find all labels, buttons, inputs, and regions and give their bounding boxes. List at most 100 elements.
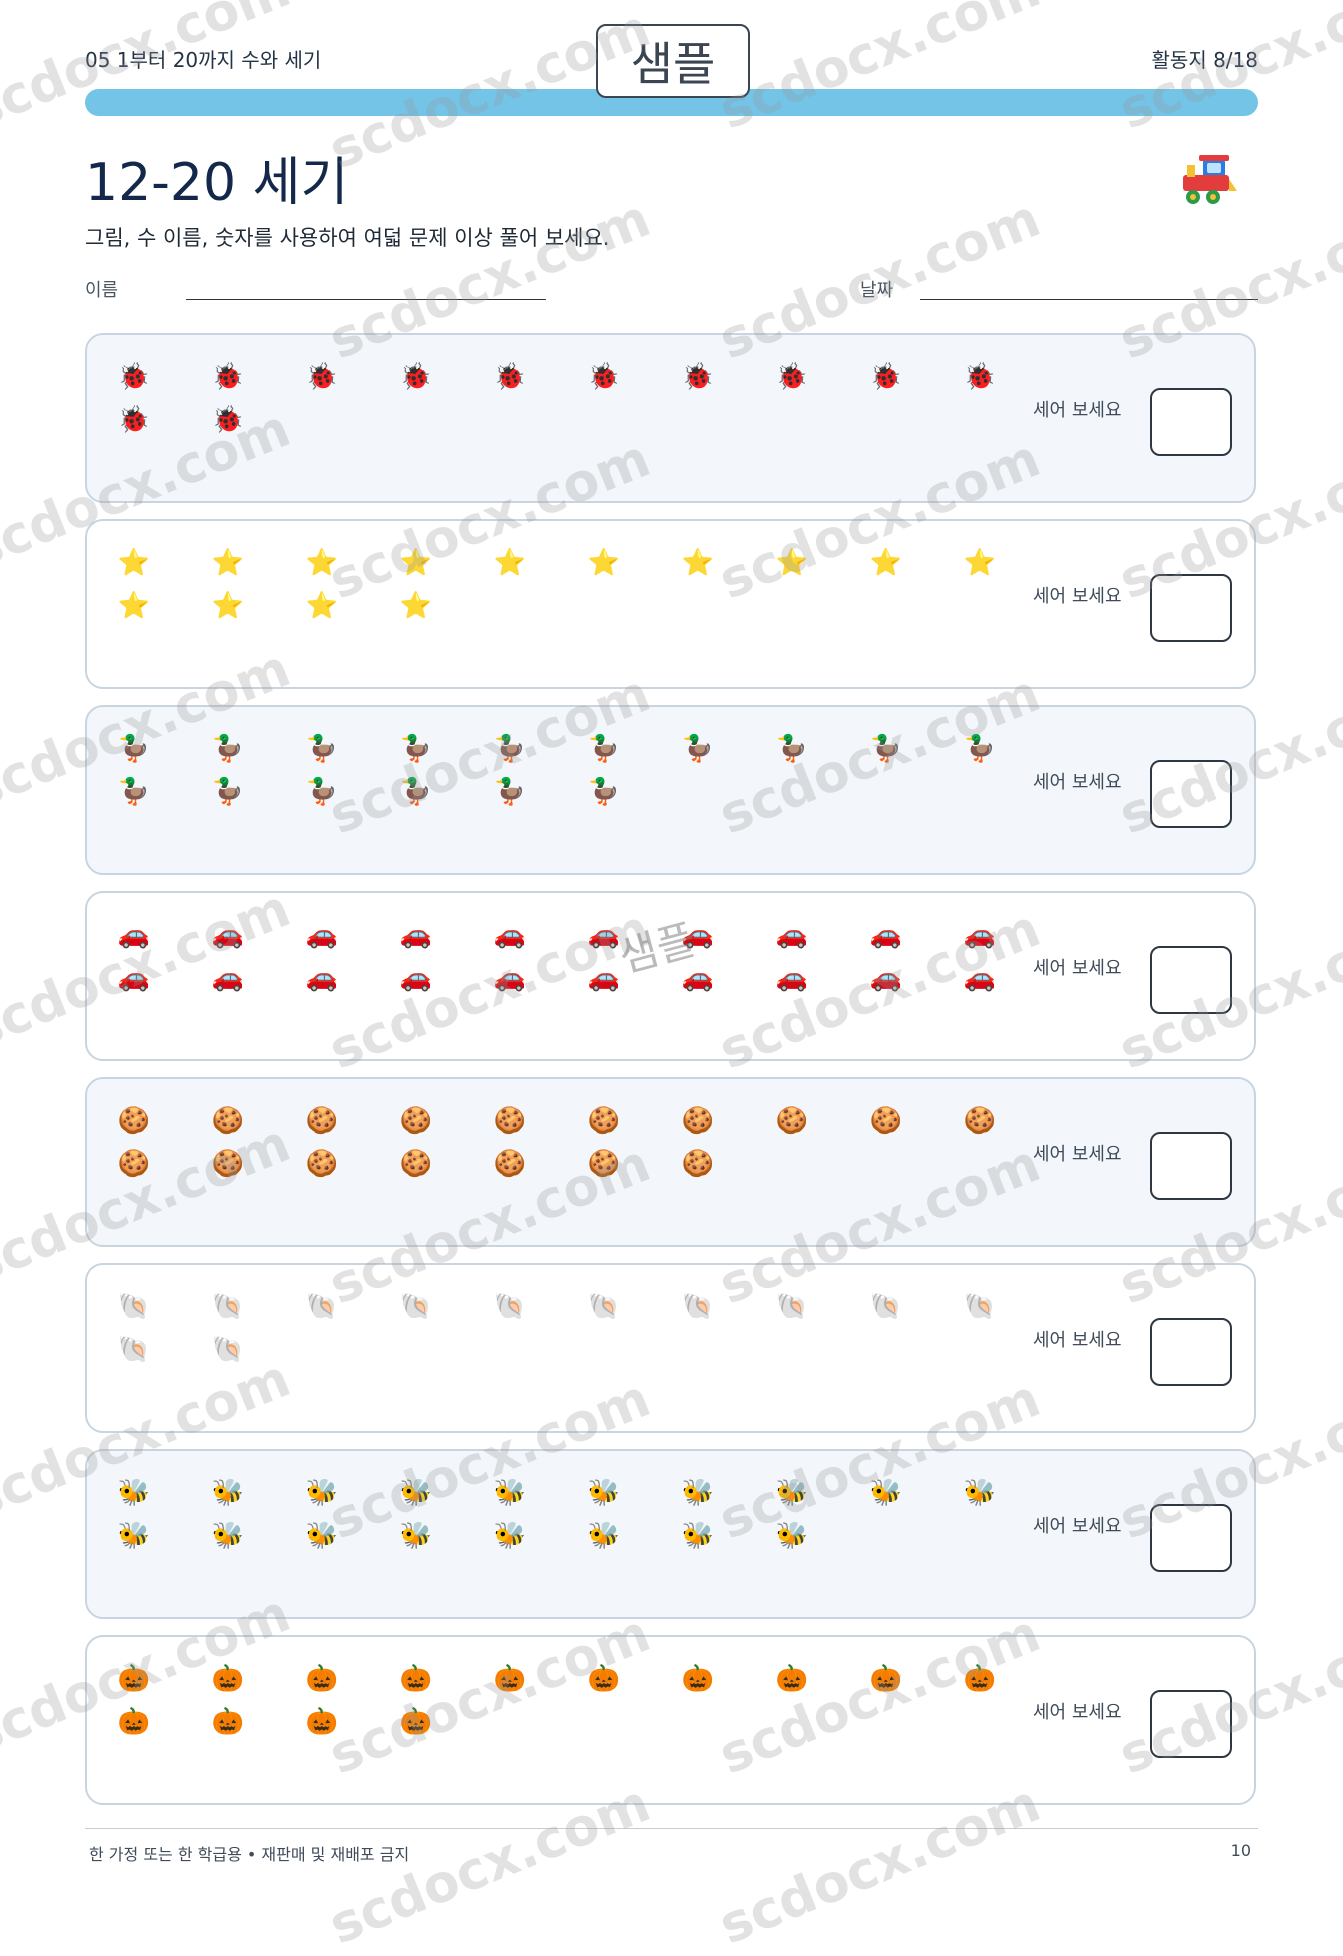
- answer-box[interactable]: [1150, 1132, 1232, 1200]
- duck-icon: 🦆: [117, 777, 151, 807]
- pumpkin-icon: 🎃: [211, 1707, 245, 1737]
- picture-group: 🐞🐞🐞🐞🐞🐞🐞🐞🐞🐞🐞🐞: [87, 335, 1087, 501]
- duck-icon: 🦆: [963, 734, 997, 764]
- star-icon: ⭐: [681, 548, 715, 578]
- bee-icon: 🐝: [869, 1478, 903, 1508]
- shell-icon: 🐚: [775, 1292, 809, 1322]
- ladybug-icon: 🐞: [305, 362, 339, 392]
- ladybug-icon: 🐞: [587, 362, 621, 392]
- bee-icon: 🐝: [963, 1478, 997, 1508]
- cookie-icon: 🍪: [681, 1106, 715, 1136]
- star-icon: ⭐: [399, 591, 433, 621]
- duck-icon: 🦆: [117, 734, 151, 764]
- pumpkin-icon: 🎃: [399, 1707, 433, 1737]
- exercise-card-car: 🚗🚗🚗🚗🚗🚗🚗🚗🚗🚗🚗🚗🚗🚗🚗🚗🚗🚗🚗🚗세어 보세요: [85, 891, 1256, 1061]
- cookie-icon: 🍪: [493, 1149, 527, 1179]
- sample-badge: 샘플: [596, 24, 750, 98]
- bee-icon: 🐝: [775, 1478, 809, 1508]
- duck-icon: 🦆: [681, 734, 715, 764]
- bee-icon: 🐝: [493, 1478, 527, 1508]
- answer-box[interactable]: [1150, 1504, 1232, 1572]
- count-prompt: 세어 보세요: [1033, 1330, 1122, 1351]
- pumpkin-icon: 🎃: [305, 1664, 339, 1694]
- count-prompt: 세어 보세요: [1033, 400, 1122, 421]
- shell-icon: 🐚: [211, 1335, 245, 1365]
- cookie-icon: 🍪: [775, 1106, 809, 1136]
- star-icon: ⭐: [117, 548, 151, 578]
- answer-box[interactable]: [1150, 760, 1232, 828]
- duck-icon: 🦆: [493, 734, 527, 764]
- answer-box[interactable]: [1150, 574, 1232, 642]
- answer-box[interactable]: [1150, 1690, 1232, 1758]
- cookie-icon: 🍪: [963, 1106, 997, 1136]
- shell-icon: 🐚: [681, 1292, 715, 1322]
- bee-icon: 🐝: [305, 1521, 339, 1551]
- exercise-card-shell: 🐚🐚🐚🐚🐚🐚🐚🐚🐚🐚🐚🐚세어 보세요: [85, 1263, 1256, 1433]
- count-prompt: 세어 보세요: [1033, 1144, 1122, 1165]
- shell-icon: 🐚: [211, 1292, 245, 1322]
- star-icon: ⭐: [305, 591, 339, 621]
- pumpkin-icon: 🎃: [775, 1664, 809, 1694]
- ladybug-icon: 🐞: [211, 362, 245, 392]
- exercise-card-star: ⭐⭐⭐⭐⭐⭐⭐⭐⭐⭐⭐⭐⭐⭐세어 보세요: [85, 519, 1256, 689]
- bee-icon: 🐝: [587, 1478, 621, 1508]
- car-icon: 🚗: [211, 963, 245, 993]
- footer-divider: [85, 1828, 1258, 1829]
- answer-box[interactable]: [1150, 946, 1232, 1014]
- ladybug-icon: 🐞: [399, 362, 433, 392]
- car-icon: 🚗: [587, 963, 621, 993]
- cookie-icon: 🍪: [305, 1106, 339, 1136]
- ladybug-icon: 🐞: [681, 362, 715, 392]
- page-number: 10: [1230, 1841, 1251, 1860]
- count-prompt: 세어 보세요: [1033, 772, 1122, 793]
- name-field[interactable]: [186, 299, 546, 300]
- picture-group: 🚗🚗🚗🚗🚗🚗🚗🚗🚗🚗🚗🚗🚗🚗🚗🚗🚗🚗🚗🚗: [87, 893, 1087, 1059]
- page-title: 12-20 세기: [85, 153, 349, 213]
- exercise-card-bee: 🐝🐝🐝🐝🐝🐝🐝🐝🐝🐝🐝🐝🐝🐝🐝🐝🐝🐝세어 보세요: [85, 1449, 1256, 1619]
- picture-group: 🎃🎃🎃🎃🎃🎃🎃🎃🎃🎃🎃🎃🎃🎃: [87, 1637, 1087, 1803]
- duck-icon: 🦆: [305, 734, 339, 764]
- ladybug-icon: 🐞: [117, 405, 151, 435]
- pumpkin-icon: 🎃: [587, 1664, 621, 1694]
- car-icon: 🚗: [305, 920, 339, 950]
- bee-icon: 🐝: [587, 1521, 621, 1551]
- answer-box[interactable]: [1150, 388, 1232, 456]
- count-prompt: 세어 보세요: [1033, 1516, 1122, 1537]
- exercise-card-ladybug: 🐞🐞🐞🐞🐞🐞🐞🐞🐞🐞🐞🐞세어 보세요: [85, 333, 1256, 503]
- star-icon: ⭐: [211, 591, 245, 621]
- star-icon: ⭐: [211, 548, 245, 578]
- pumpkin-icon: 🎃: [963, 1664, 997, 1694]
- cookie-icon: 🍪: [305, 1149, 339, 1179]
- duck-icon: 🦆: [869, 734, 903, 764]
- duck-icon: 🦆: [399, 734, 433, 764]
- car-icon: 🚗: [493, 920, 527, 950]
- pumpkin-icon: 🎃: [399, 1664, 433, 1694]
- exercise-card-duck: 🦆🦆🦆🦆🦆🦆🦆🦆🦆🦆🦆🦆🦆🦆🦆🦆세어 보세요: [85, 705, 1256, 875]
- answer-box[interactable]: [1150, 1318, 1232, 1386]
- duck-icon: 🦆: [211, 734, 245, 764]
- duck-icon: 🦆: [587, 777, 621, 807]
- star-icon: ⭐: [587, 548, 621, 578]
- bee-icon: 🐝: [493, 1521, 527, 1551]
- bee-icon: 🐝: [681, 1478, 715, 1508]
- star-icon: ⭐: [963, 548, 997, 578]
- pumpkin-icon: 🎃: [305, 1707, 339, 1737]
- date-field[interactable]: [920, 299, 1258, 300]
- count-prompt: 세어 보세요: [1033, 1702, 1122, 1723]
- car-icon: 🚗: [681, 963, 715, 993]
- ladybug-icon: 🐞: [493, 362, 527, 392]
- star-icon: ⭐: [493, 548, 527, 578]
- ladybug-icon: 🐞: [117, 362, 151, 392]
- pumpkin-icon: 🎃: [493, 1664, 527, 1694]
- shell-icon: 🐚: [587, 1292, 621, 1322]
- train-icon: [1179, 155, 1239, 207]
- shell-icon: 🐚: [869, 1292, 903, 1322]
- count-prompt: 세어 보세요: [1033, 586, 1122, 607]
- car-icon: 🚗: [963, 963, 997, 993]
- bee-icon: 🐝: [399, 1478, 433, 1508]
- bee-icon: 🐝: [211, 1478, 245, 1508]
- star-icon: ⭐: [869, 548, 903, 578]
- pumpkin-icon: 🎃: [681, 1664, 715, 1694]
- bee-icon: 🐝: [117, 1521, 151, 1551]
- exercise-card-cookie: 🍪🍪🍪🍪🍪🍪🍪🍪🍪🍪🍪🍪🍪🍪🍪🍪🍪세어 보세요: [85, 1077, 1256, 1247]
